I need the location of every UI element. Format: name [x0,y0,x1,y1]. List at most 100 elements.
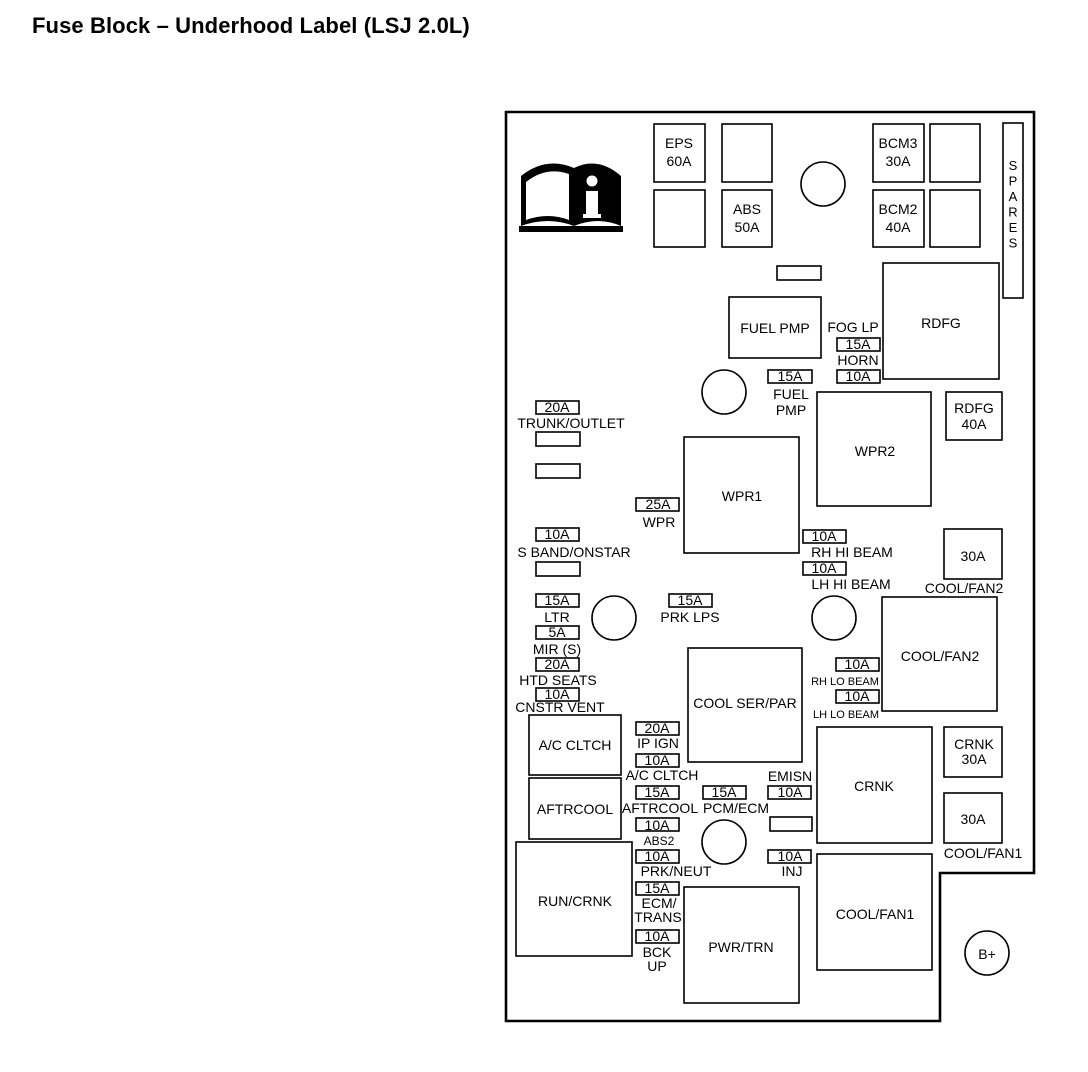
cnstr-amp: 10A [545,686,571,702]
trunk-label: TRUNK/OUTLET [517,415,625,431]
htd-label: HTD SEATS [519,672,597,688]
ecm-amp: 15A [645,880,671,896]
trunk-amp: 20A [545,399,571,415]
lh-lo-label: LH LO BEAM [813,709,879,721]
ac-cltch-amp: 10A [645,752,671,768]
pcm-label: PCM/ECM [703,800,769,816]
crnk-relay-label: CRNK [854,778,894,794]
lh-hi-label: LH HI BEAM [811,576,890,592]
b-plus-terminal-icon [964,930,1010,976]
ac-cltch-label: A/C CLTCH [626,767,699,783]
fuel-pmp-relay [728,296,822,359]
fuel-pmp-amp: 15A [778,368,804,384]
rdfg-fuse-amp: 40A [962,416,988,432]
coolfan1-relay-label: COOL/FAN1 [836,906,915,922]
pmp-label: PMP [776,402,806,418]
lh-hi-amp: 10A [812,560,838,576]
mir-amp: 5A [548,624,566,640]
coolfan2-fuse-box [943,528,1003,580]
fog-lp-label: FOG LP [827,319,878,335]
ltr-label: LTR [544,609,569,625]
aftrcool-relay [528,777,622,840]
bck-amp: 10A [645,928,671,944]
bcm2-fuse-box [872,189,925,248]
wpr1-relay [683,436,800,554]
bcm2-label: BCM2 [879,201,918,217]
abs2-label: ABS2 [644,834,675,848]
trunk-slot [535,431,581,447]
prk-lps-amp: 15A [678,592,704,608]
cool-ser-par-label: COOL SER/PAR [693,695,796,711]
lh-lo-amp: 10A [845,688,871,704]
eps-amp: 60A [667,153,693,169]
abs2-amp: 10A [645,817,671,833]
ltr-amp: 15A [545,592,571,608]
mounting-hole [811,595,857,641]
coolfan2-relay [881,596,998,712]
fuel-label: FUEL [773,386,809,402]
b-plus-label: B+ [978,946,996,962]
horn-amp: 10A [846,368,872,384]
spare-fuse-box [721,123,773,183]
pwr-trn-label: PWR/TRN [708,939,773,955]
cnstr-label: CNSTR VENT [515,699,605,715]
sband-slot [535,561,581,577]
ip-ign-amp: 20A [645,720,671,736]
trans-label: TRANS [634,909,681,925]
inj-amp: 10A [778,848,804,864]
emisn-amp: 10A [778,784,804,800]
sband-amp: 10A [545,526,571,542]
cool-ser-par-relay [687,647,803,763]
mir-label: MIR (S) [533,641,581,657]
abs-amp: 50A [735,219,761,235]
rdfg-fuse-box [945,391,1003,441]
coolfan1-fuse-box [943,792,1003,844]
coolfan1-fuse-amp: 30A [961,811,987,827]
spare-fuse-box [929,189,981,248]
inj-label: INJ [782,863,803,879]
horn-label: HORN [837,352,878,368]
ac-cltch-relay [528,714,622,776]
spare-fuse-box [653,189,706,248]
page-title: Fuse Block – Underhood Label (LSJ 2.0L) [32,13,470,38]
pcm-amp: 15A [712,784,738,800]
coolfan2-fuse-amp: 30A [961,548,987,564]
wpr2-relay [816,391,932,507]
bcm2-amp: 40A [886,219,912,235]
sband-label: S BAND/ONSTAR [517,544,630,560]
aftrcool-label: AFTRCOOL [622,800,698,816]
wpr-amp: 25A [646,496,672,512]
info-manual-icon [519,163,623,232]
spare-fuse-box [929,123,981,183]
run-crnk-label: RUN/CRNK [538,893,613,909]
run-crnk-relay [515,841,633,957]
crnk-fuse-amp: 30A [962,751,988,767]
abs-fuse-box [721,189,773,248]
abs-label: ABS [733,201,761,217]
bck-label: BCK [643,944,672,960]
wpr-label: WPR [643,514,676,530]
coolfan1-fuse-label: COOL/FAN1 [944,845,1023,861]
fuse-block-outline [504,110,1036,1023]
prk-neut-amp: 10A [645,848,671,864]
crnk-relay [816,726,933,844]
crnk-fuse-label: CRNK [954,736,994,752]
rh-lo-amp: 10A [845,656,871,672]
small-slot [776,265,822,281]
mounting-hole [800,161,846,207]
ip-ign-label: IP IGN [637,735,679,751]
ecm-label: ECM/ [642,895,677,911]
emisn-label: EMISN [768,768,812,784]
bcm3-label: BCM3 [879,135,918,151]
mounting-hole [701,819,747,865]
rdfg-fuse-label: RDFG [954,400,994,416]
fuel-pmp-relay-label: FUEL PMP [740,320,810,336]
mounting-hole [591,595,637,641]
up-label: UP [647,958,666,974]
emisn-slot [769,816,813,832]
rh-hi-amp: 10A [812,528,838,544]
wpr2-label: WPR2 [855,443,896,459]
slot [535,463,581,479]
bcm3-fuse-box [872,123,925,183]
rdfg-relay-label: RDFG [921,315,961,331]
